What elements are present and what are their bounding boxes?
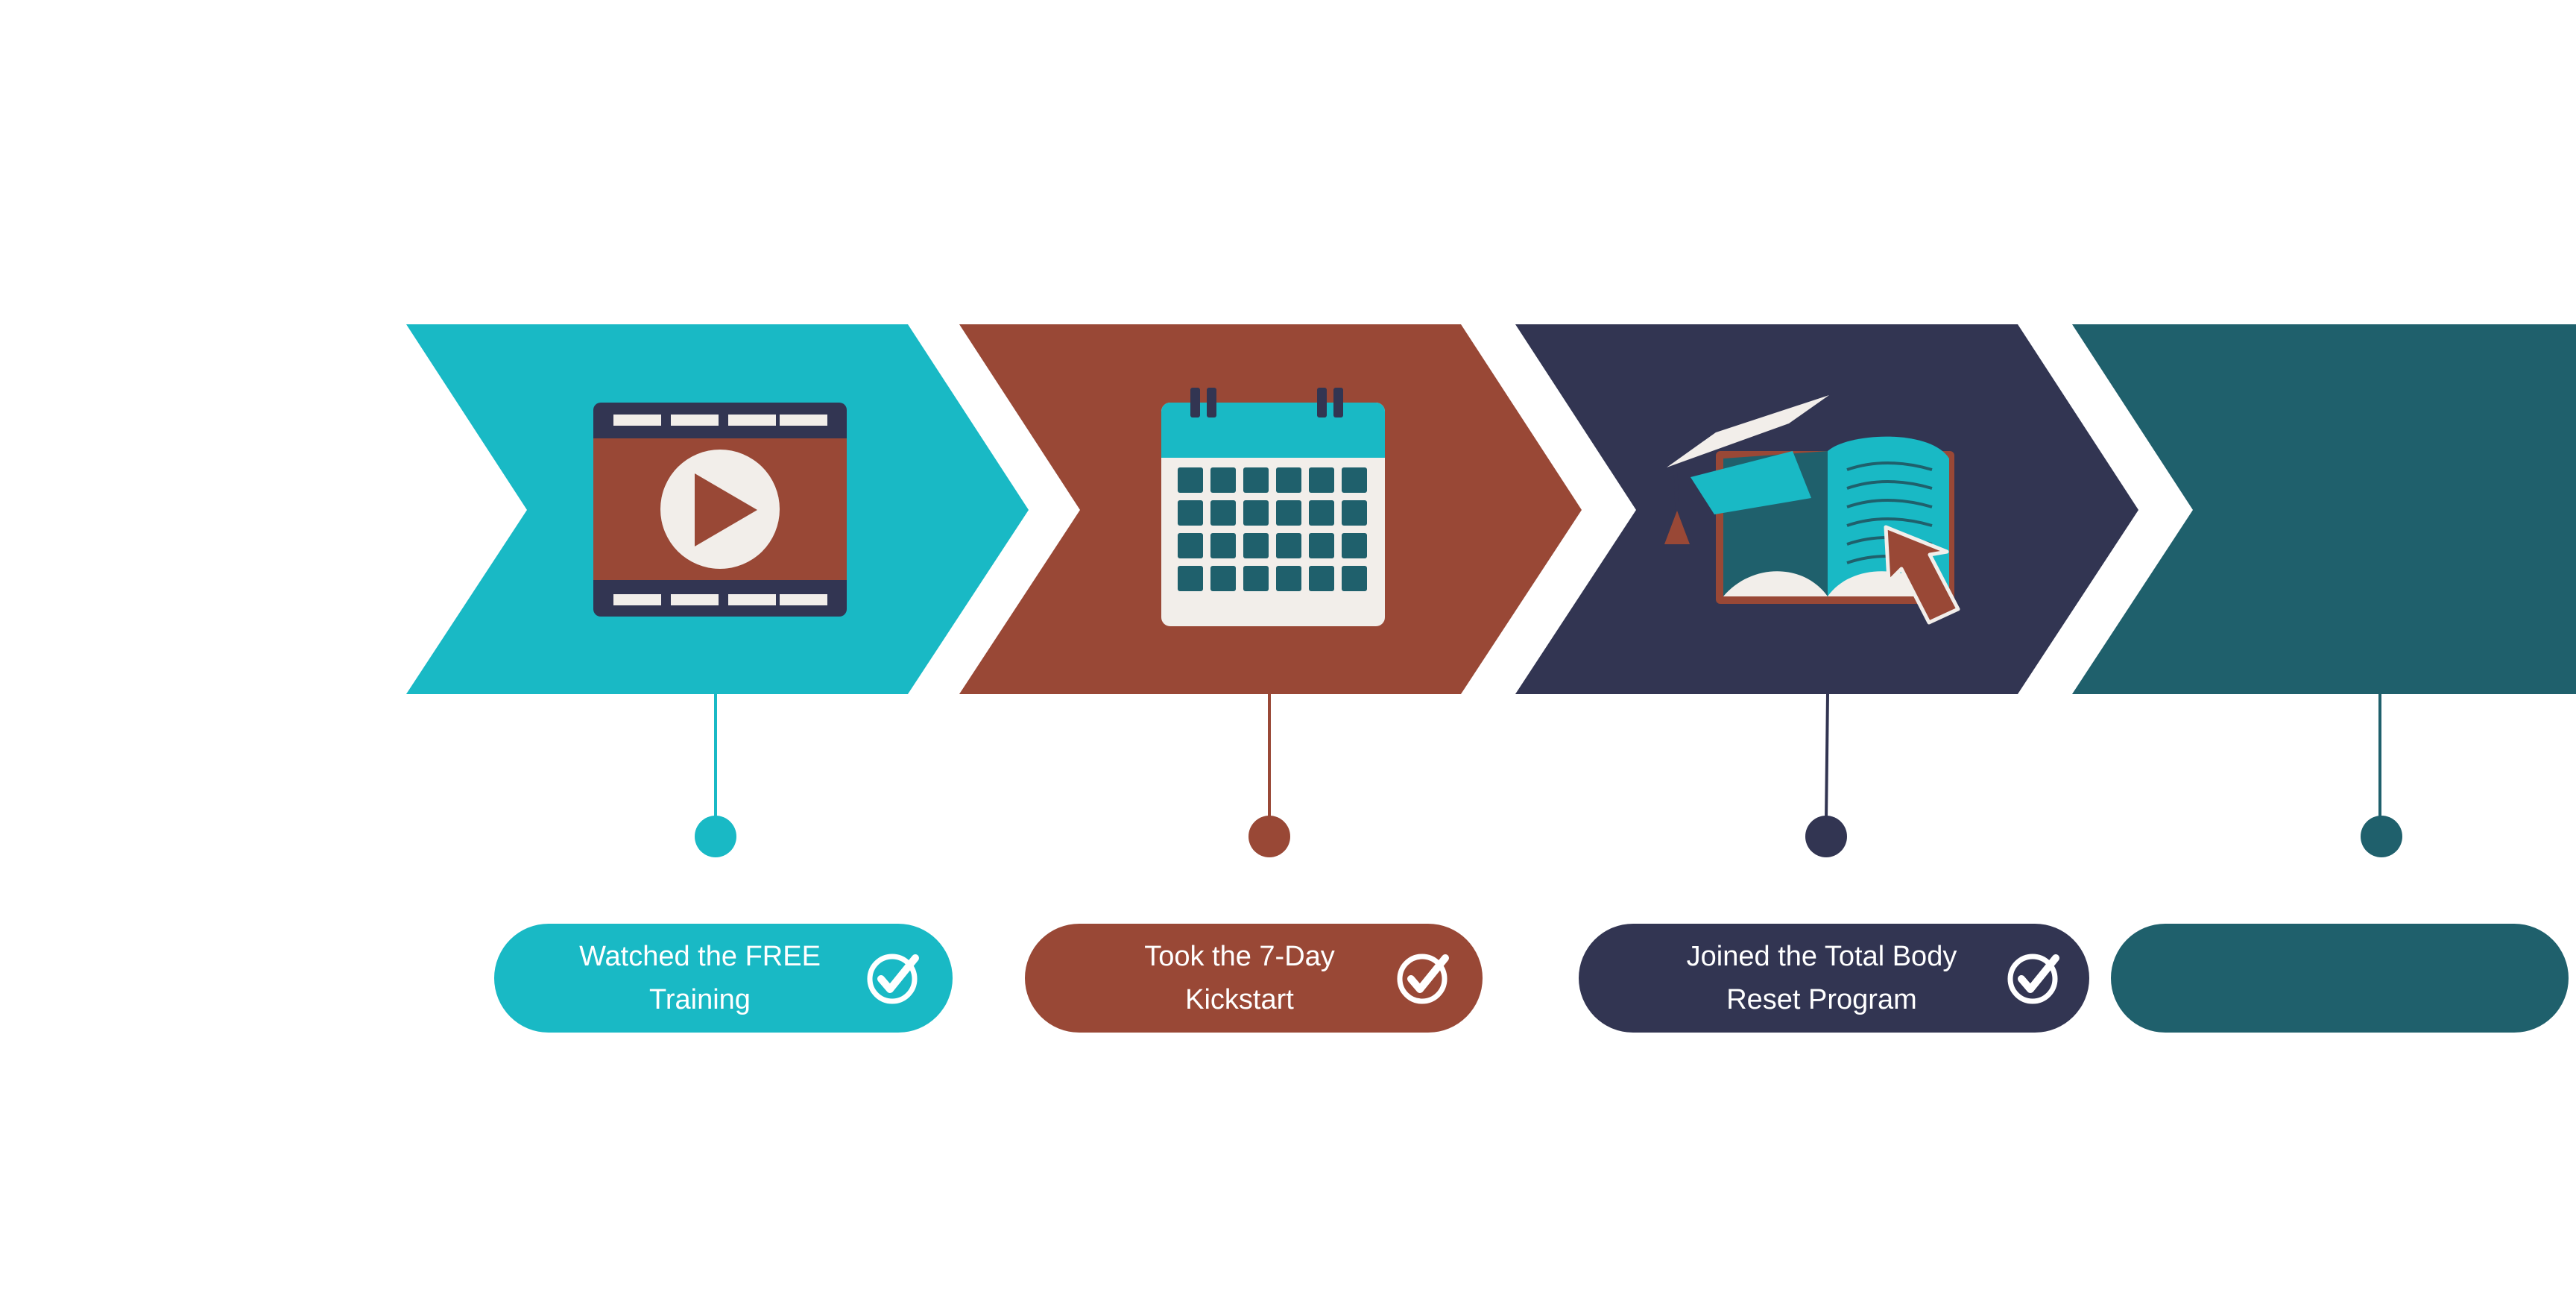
calendar-day-cell [1210, 500, 1236, 526]
calendar-day-cell [1309, 467, 1334, 493]
step-3-label: Joined the Total Body Reset Program [1686, 941, 1957, 1015]
step-3-label-pill: Joined the Total Body Reset Program [1579, 924, 2089, 1033]
check-circle-icon [2007, 954, 2059, 1004]
calendar-day-cell [1210, 533, 1236, 558]
graduation-book-icon [1664, 395, 1960, 625]
calendar-day-cell [1178, 566, 1203, 591]
video-play-icon [593, 403, 847, 617]
calendar-icon [1161, 388, 1385, 626]
calendar-day-cell [1243, 566, 1269, 591]
step-1-connector [695, 694, 736, 857]
calendar-day-cell [1210, 467, 1236, 493]
calendar-day-cell [1276, 467, 1301, 493]
calendar-day-cell [1276, 533, 1301, 558]
calendar-day-cell [1276, 500, 1301, 526]
step-4-connector [2361, 694, 2402, 857]
check-circle-icon [1397, 954, 1449, 1004]
calendar-day-cell [1243, 467, 1269, 493]
step-1-label: Watched the FREE Training [579, 941, 821, 1015]
check-circle-icon [867, 954, 919, 1004]
step-2-label: Took the 7-Day Kickstart [1144, 941, 1335, 1015]
calendar-day-cell [1342, 533, 1367, 558]
calendar-day-cell [1178, 467, 1203, 493]
step-3-connector [1805, 693, 1847, 857]
calendar-day-cell [1309, 533, 1334, 558]
step-2-connector [1248, 694, 1290, 857]
calendar-day-cell [1210, 566, 1236, 591]
calendar-day-cell [1243, 533, 1269, 558]
step-2-label-pill: Took the 7-Day Kickstart [1025, 924, 1483, 1033]
step-4-label-pill [2111, 924, 2569, 1033]
calendar-day-cell [1243, 500, 1269, 526]
step-1-label-pill: Watched the FREE Training [494, 924, 953, 1033]
calendar-day-cell [1342, 467, 1367, 493]
step-4-chevron [2072, 324, 2576, 694]
calendar-day-cell [1342, 500, 1367, 526]
calendar-day-cell [1276, 566, 1301, 591]
calendar-day-cell [1178, 500, 1203, 526]
calendar-day-cell [1342, 566, 1367, 591]
calendar-day-cell [1309, 566, 1334, 591]
calendar-day-cell [1178, 533, 1203, 558]
calendar-day-cell [1309, 500, 1334, 526]
